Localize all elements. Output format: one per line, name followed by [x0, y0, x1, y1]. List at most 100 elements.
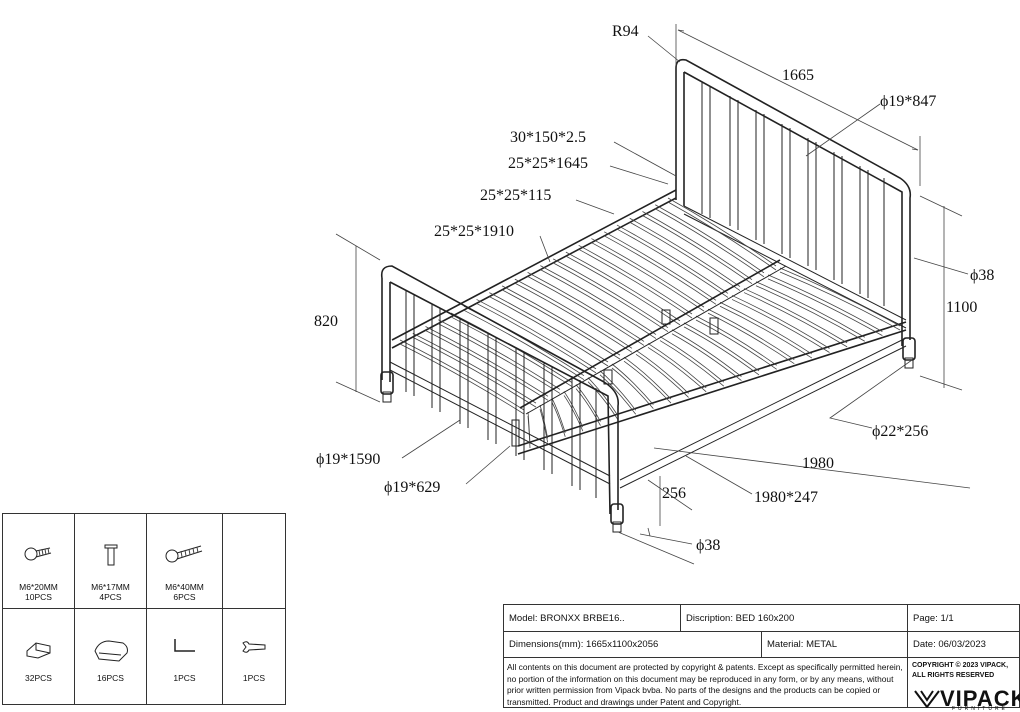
slat — [552, 262, 669, 333]
hardware-name: M6*17MM — [91, 582, 130, 592]
slat — [647, 347, 707, 393]
slat — [489, 296, 609, 367]
logo-v-icon — [914, 690, 940, 708]
slat — [450, 316, 573, 387]
slat — [719, 301, 813, 355]
slat — [591, 238, 705, 308]
copyright-notice: All contents on this document are protec… — [503, 657, 908, 708]
slat — [578, 244, 693, 315]
slat — [695, 319, 777, 370]
hardware-qty: 1PCS — [242, 673, 266, 683]
slat — [599, 374, 637, 415]
slat — [412, 332, 537, 404]
slat — [655, 204, 765, 274]
page-text: Page: 1/1 — [913, 612, 954, 624]
dimensions-field: Dimensions(mm): 1665x1100x2056 — [503, 631, 762, 658]
label-d38-top: ϕ38 — [970, 267, 994, 284]
hardware-cell: 1PCS — [147, 609, 223, 704]
date-text: Date: 06/03/2023 — [913, 639, 986, 650]
slat — [575, 388, 601, 426]
page-field: Page: 1/1 — [907, 604, 1020, 632]
dimension-lines — [335, 24, 971, 565]
slat — [514, 282, 633, 353]
description-field: Discription: BED 160x200 — [680, 604, 908, 632]
slat — [551, 402, 566, 437]
barrel-nut-icon — [104, 544, 117, 566]
slat — [611, 363, 654, 405]
label-tube-25-115: 25*25*115 — [480, 187, 551, 204]
slat — [779, 271, 901, 331]
hardware-qty: 32PCS — [25, 673, 52, 683]
slat — [527, 272, 645, 342]
slat — [591, 242, 705, 312]
dimension-labels: R94 1665 ϕ19*847 30*150*2.5 25*25*1645 2… — [314, 23, 994, 554]
logo-subtext: FURNITURE — [952, 706, 1008, 712]
model-text: Model: BRONXX BRBE16.. — [509, 612, 625, 624]
slat — [659, 340, 725, 387]
slat — [603, 231, 717, 301]
slat — [755, 281, 865, 338]
slat — [707, 308, 795, 361]
hardware-cell: 1PCS — [223, 609, 285, 704]
dimensions-text: Dimensions(mm): 1665x1100x2056 — [509, 639, 659, 650]
slat — [667, 197, 777, 267]
hardware-qty: 16PCS — [97, 673, 124, 683]
slat — [611, 367, 654, 409]
slat — [695, 315, 777, 366]
slat — [476, 303, 597, 374]
label-tube-19-1590: ϕ19*1590 — [316, 451, 380, 468]
slat — [767, 274, 883, 332]
slat — [476, 299, 597, 370]
allen-key-icon — [173, 639, 195, 652]
slat — [412, 336, 537, 408]
hardware-qty: 6PCS — [173, 592, 196, 602]
headboard — [675, 58, 916, 369]
label-tube-1980-247: 1980*247 — [754, 489, 818, 506]
slat — [563, 391, 584, 428]
slat — [616, 224, 729, 294]
slat — [565, 251, 681, 322]
slat — [647, 343, 707, 389]
slat — [767, 278, 883, 336]
label-tube-19-629: ϕ19*629 — [384, 479, 440, 496]
slat — [642, 211, 753, 281]
side-rails — [391, 189, 907, 489]
slat — [501, 289, 621, 360]
slat — [501, 285, 621, 356]
slat — [399, 343, 525, 415]
slat — [719, 305, 813, 359]
slat-holder-icon — [93, 640, 128, 662]
slat — [671, 329, 742, 377]
slat — [565, 255, 681, 326]
label-1100: 1100 — [946, 299, 977, 316]
hardware-name: M6*40MM — [165, 582, 204, 592]
slat — [731, 299, 830, 353]
slat — [683, 326, 760, 376]
date-field: Date: 06/03/2023 — [907, 631, 1020, 658]
slat — [489, 292, 609, 363]
hardware-cell: 32PCS — [3, 609, 75, 704]
hardware-name: M6*20MM — [19, 582, 58, 592]
slat — [659, 336, 725, 383]
logo-text: VIPACK — [940, 686, 1020, 711]
slat — [623, 356, 672, 400]
slat — [629, 221, 741, 291]
slat — [743, 288, 848, 344]
hardware-qty: 1PCS — [173, 673, 196, 683]
slat — [707, 312, 795, 365]
notice-text: All contents on this document are protec… — [507, 662, 903, 707]
label-820: 820 — [314, 313, 338, 330]
slat — [635, 353, 689, 398]
vipack-logo: VIPACK FURNITURE — [914, 686, 1020, 712]
label-tube-22-256: ϕ22*256 — [872, 423, 928, 440]
slat — [551, 398, 566, 433]
title-block: Model: BRONXX BRBE16.. Discription: BED … — [503, 604, 1020, 712]
slat-cap-icon — [26, 642, 50, 659]
slat — [438, 323, 561, 394]
label-plate-30-150: 30*150*2.5 — [510, 129, 586, 146]
copyright-text: COPYRIGHT © 2023 VIPACK, ALL RIGHTS RESE… — [912, 662, 1009, 679]
